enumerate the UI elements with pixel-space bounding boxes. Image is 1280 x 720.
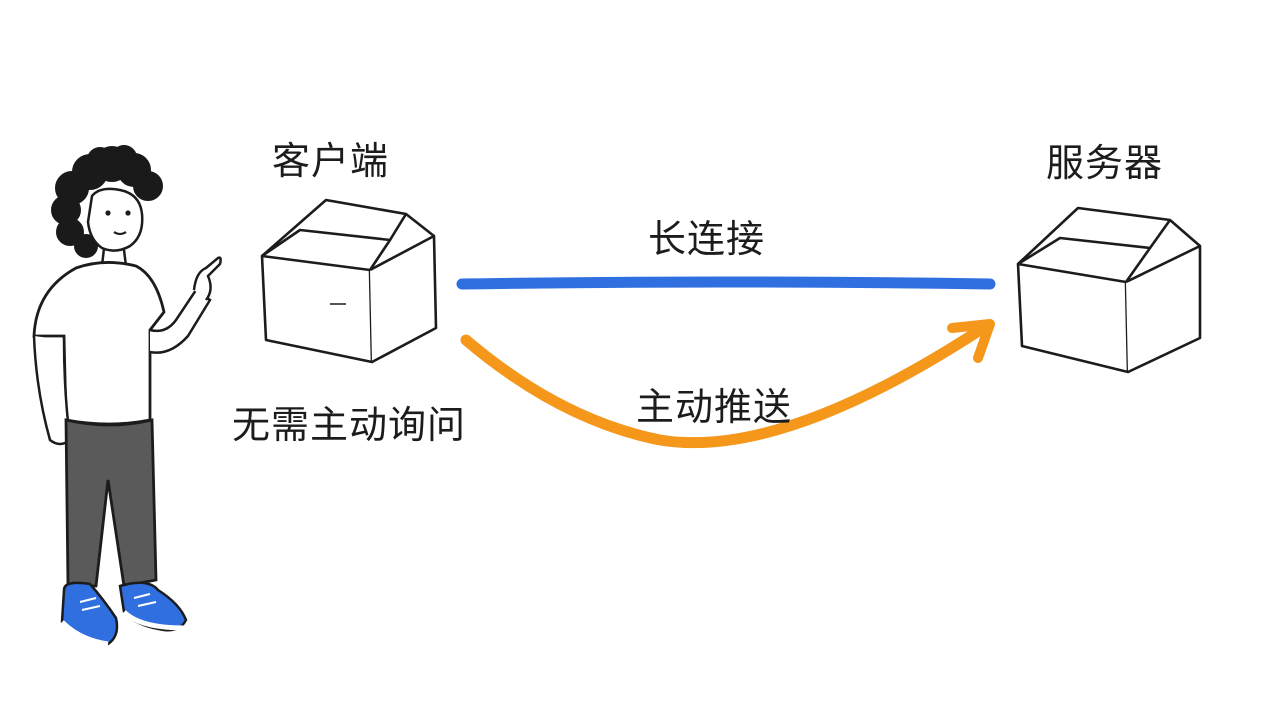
client-box-icon (260, 198, 438, 364)
shoes-icon (60, 581, 188, 647)
long-connection-line (456, 276, 996, 290)
client-label: 客户端 (272, 139, 390, 183)
long-connection-label: 长连接 (648, 217, 766, 261)
server-label: 服务器 (1046, 141, 1164, 185)
push-arrow (460, 319, 995, 449)
active-push-label: 主动推送 (636, 385, 793, 429)
person-pointing-icon (32, 145, 222, 647)
no-polling-label: 无需主动询问 (232, 403, 467, 447)
hair-icon (51, 145, 163, 258)
server-box-icon (1016, 206, 1202, 374)
